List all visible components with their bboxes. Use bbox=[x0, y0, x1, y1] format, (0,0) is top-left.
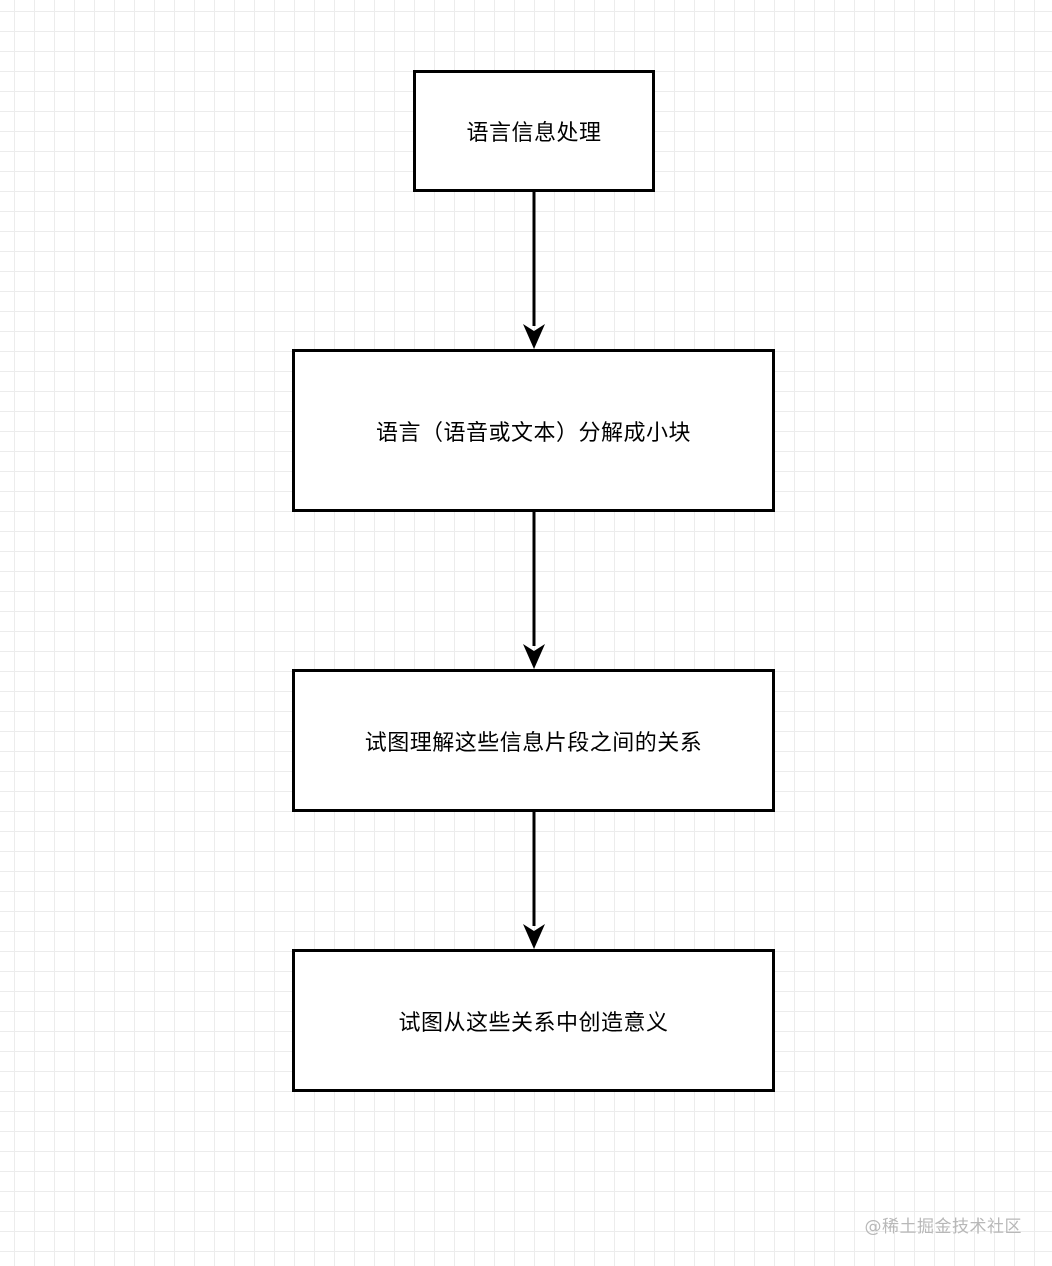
flow-node-create-meaning[interactable]: 试图从这些关系中创造意义 bbox=[292, 949, 775, 1092]
flow-node-understand-relations[interactable]: 试图理解这些信息片段之间的关系 bbox=[292, 669, 775, 812]
arrowhead-icon bbox=[523, 324, 545, 349]
node-label: 语言信息处理 bbox=[466, 121, 602, 146]
node-label: 语言（语音或文本）分解成小块 bbox=[375, 420, 691, 446]
edge-n3-n4 bbox=[523, 812, 545, 949]
watermark: @稀土掘金技术社区 bbox=[864, 1217, 1022, 1237]
node-label: 试图从这些关系中创造意义 bbox=[398, 1010, 669, 1036]
flow-node-language-processing[interactable]: 语言信息处理 bbox=[413, 70, 655, 192]
arrowhead-icon bbox=[523, 924, 545, 949]
arrowhead-icon bbox=[523, 644, 545, 669]
edge-n1-n2 bbox=[523, 192, 545, 349]
node-label: 试图理解这些信息片段之间的关系 bbox=[364, 730, 703, 756]
flow-node-split-into-chunks[interactable]: 语言（语音或文本）分解成小块 bbox=[292, 349, 775, 512]
edge-n2-n3 bbox=[523, 512, 545, 669]
